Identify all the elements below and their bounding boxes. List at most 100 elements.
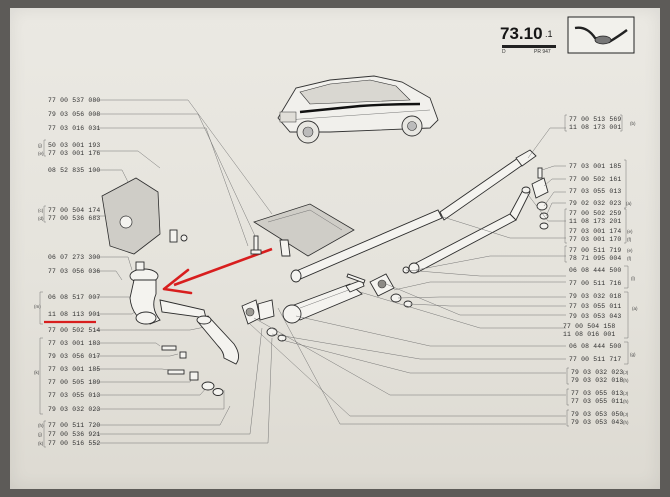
clamp-mounts	[241, 239, 291, 342]
pn-right-17: 77 00 504 158	[563, 323, 615, 330]
letter-left-1: (e)	[38, 151, 44, 156]
letter-right-9: (J)	[623, 370, 629, 375]
pn-right-16: 79 03 053 043	[569, 313, 621, 320]
pn-left-1: 79 03 056 008	[48, 111, 100, 118]
letter-right-7: (a)	[632, 306, 638, 311]
pn-right-26: 79 03 053 043	[571, 419, 623, 426]
letter-left-8: (k)	[38, 441, 44, 446]
pn-right-19: 06 08 444 500	[569, 343, 621, 350]
pn-left-5: 08 52 835 100	[48, 167, 100, 174]
pn-left-7: 77 00 536 683	[48, 215, 100, 222]
letter-right-0: (b)	[630, 121, 636, 126]
highlight-arrow-icon	[162, 247, 273, 295]
pn-right-22: 79 03 032 018	[571, 377, 623, 384]
pn-left-0: 77 00 537 080	[48, 97, 100, 104]
header-rule	[502, 45, 556, 48]
letter-left-7: (j)	[38, 432, 42, 437]
pn-left-11: 11 08 113 901	[48, 311, 100, 318]
pn-right-20: 77 00 511 717	[569, 356, 621, 363]
letter-left-4: (m)	[34, 304, 41, 309]
pn-right-15: 77 03 055 011	[569, 303, 621, 310]
letter-right-12: (h)	[623, 399, 629, 404]
pn-right-1: 11 08 173 001	[569, 124, 621, 131]
pn-left-2: 77 03 016 031	[48, 125, 100, 132]
pn-left-16: 77 00 505 189	[48, 379, 100, 386]
letter-right-8: (g)	[630, 352, 636, 357]
pn-right-2: 77 03 001 185	[569, 163, 621, 170]
letter-right-2: (e)	[627, 229, 633, 234]
letter-right-6: (l)	[631, 276, 635, 281]
pn-left-9: 77 03 056 036	[48, 268, 100, 275]
bolt-set-left	[135, 234, 224, 396]
section-header: 73.10 .1 D PR 947	[496, 24, 571, 60]
pn-left-20: 77 00 536 921	[48, 431, 100, 438]
rear-exhaust-pipe	[408, 186, 531, 274]
letter-left-6: (h)	[38, 423, 44, 428]
letter-left-2: (c)	[38, 208, 44, 213]
right-mounts	[346, 167, 549, 308]
pn-right-0: 77 00 513 569	[569, 116, 621, 123]
pn-right-10: 77 00 511 719	[569, 247, 621, 254]
section-sub: .1	[545, 29, 553, 39]
letter-right-4: (e)	[627, 248, 633, 253]
pn-left-19: 77 00 511 720	[48, 422, 100, 429]
pn-left-14: 79 03 056 017	[48, 353, 100, 360]
pn-right-9: 77 03 001 170	[569, 236, 621, 243]
exploded-view-diagram: 77 00 537 080 79 03 056 008 77 03 016 03…	[34, 75, 638, 448]
leader-lines-right	[249, 127, 566, 425]
pn-right-11: 78 71 095 004	[569, 255, 621, 262]
pn-right-8: 77 03 001 174	[569, 228, 621, 235]
leader-lines-left	[94, 99, 273, 444]
pn-left-4: 77 03 001 176	[48, 150, 100, 157]
pn-left-10: 06 08 517 007	[48, 294, 100, 301]
letter-left-5: (k)	[34, 370, 40, 375]
letter-right-14: (h)	[623, 420, 629, 425]
manifold-downpipe	[129, 268, 207, 325]
left-callouts: 77 00 537 080 79 03 056 008 77 03 016 03…	[34, 97, 100, 448]
intermediate-pipe	[196, 315, 239, 365]
catalog-page: 73.10 .1 D PR 947 77 00 537 080 79 03 05…	[10, 8, 660, 489]
pn-left-12: 77 00 502 514	[48, 327, 100, 334]
pn-right-14: 79 03 032 018	[569, 293, 621, 300]
letter-right-5: (f)	[627, 256, 632, 261]
pn-right-7: 11 08 173 201	[569, 218, 621, 225]
pn-left-17: 77 03 055 013	[48, 392, 100, 399]
main-exhaust-pipe	[290, 149, 537, 283]
header-code-left: D	[502, 49, 506, 55]
pn-left-13: 77 03 001 183	[48, 340, 100, 347]
exhaust-thumbnail-icon	[567, 16, 635, 54]
plate-bolt	[250, 235, 262, 255]
pn-right-4: 77 03 055 013	[569, 188, 621, 195]
letter-right-3: (f)	[627, 237, 632, 242]
pn-left-8: 06 07 273 300	[48, 254, 100, 261]
pn-right-25: 79 03 053 050	[571, 411, 623, 418]
letter-left-3: (d)	[38, 216, 44, 221]
heat-shield	[101, 177, 161, 255]
letter-left-0: (j)	[38, 143, 42, 148]
pn-right-5: 79 02 032 023	[569, 200, 621, 207]
pn-left-18: 79 03 032 023	[48, 406, 100, 413]
header-code-right: PR 947	[534, 49, 551, 55]
pn-right-21: 79 03 032 023	[571, 369, 623, 376]
pn-right-18: 11 08 016 001	[563, 331, 615, 338]
pn-left-21: 77 00 516 552	[48, 440, 100, 447]
shield-clip	[169, 229, 178, 243]
letter-right-13: (J)	[623, 412, 629, 417]
pn-left-3: 50 03 001 193	[48, 142, 100, 149]
silencer-box	[282, 279, 365, 324]
pn-right-6: 77 00 502 259	[569, 210, 621, 217]
pn-right-12: 06 08 444 500	[569, 267, 621, 274]
pn-right-3: 77 00 502 161	[569, 176, 621, 183]
right-callouts: 77 00 513 569 11 08 173 001 77 03 001 18…	[563, 114, 638, 427]
letter-right-11: (J)	[623, 391, 629, 396]
car-illustration	[277, 75, 439, 144]
pn-right-24: 77 03 055 011	[571, 398, 623, 405]
pn-left-6: 77 00 504 174	[48, 207, 100, 214]
pn-left-15: 77 03 001 185	[48, 366, 100, 373]
letter-right-1: (a)	[626, 201, 632, 206]
pn-right-23: 77 03 055 013	[571, 390, 623, 397]
floor-plate	[253, 203, 355, 257]
pn-right-13: 77 00 511 716	[569, 280, 621, 287]
section-number: 73.10	[500, 24, 543, 43]
letter-right-10: (h)	[623, 378, 629, 383]
